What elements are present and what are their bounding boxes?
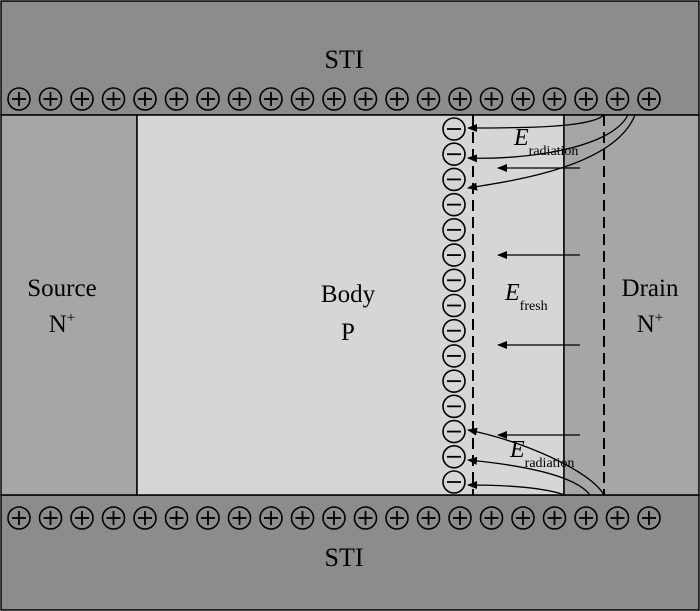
interface-negative-charges — [442, 117, 466, 494]
negative-charge — [442, 268, 466, 293]
positive-charge — [385, 506, 409, 530]
positive-charge — [322, 506, 346, 530]
negative-charge — [442, 218, 466, 242]
positive-charge — [7, 506, 31, 530]
positive-charge — [448, 506, 472, 530]
radiation-field-arrow — [467, 427, 605, 496]
negative-charge — [442, 394, 466, 419]
positive-charge — [227, 506, 252, 530]
sti-bottom-region — [0, 494, 700, 611]
negative-charge — [442, 167, 466, 192]
positive-charge — [322, 87, 346, 111]
negative-charge — [442, 344, 466, 368]
negative-charge — [442, 293, 466, 318]
negative-charge — [442, 419, 466, 444]
negative-charge — [442, 192, 466, 217]
negative-charge — [442, 318, 466, 343]
negative-charge — [442, 243, 466, 267]
positive-charge — [259, 506, 283, 530]
radiation-field-label-top: Eradiation — [513, 125, 578, 159]
positive-charge — [511, 87, 535, 111]
field-arrows — [467, 114, 636, 496]
positive-charge — [290, 87, 315, 111]
positive-charge — [605, 87, 630, 111]
positive-charge — [353, 87, 378, 111]
positive-charge — [637, 506, 661, 530]
negative-charge — [442, 142, 466, 167]
positive-charge — [479, 506, 504, 530]
sti-bottom-label: STI — [325, 543, 364, 572]
positive-charge — [574, 87, 598, 111]
positive-charge — [479, 87, 504, 111]
positive-charge — [637, 87, 661, 111]
negative-charge — [442, 470, 466, 494]
drain-label: Drain — [622, 275, 679, 302]
positive-charge — [196, 87, 220, 111]
drain-region — [563, 114, 700, 496]
sti-top-region — [0, 0, 700, 116]
positive-charge — [385, 87, 409, 111]
positive-charge — [101, 506, 126, 530]
positive-charge — [196, 506, 220, 530]
positive-charge — [353, 506, 378, 530]
positive-charge — [38, 87, 63, 111]
positive-charge — [290, 506, 315, 530]
positive-charge — [259, 87, 283, 111]
radiation-field-arrow — [467, 456, 591, 496]
source-label: Source — [27, 275, 96, 302]
positive-charge — [416, 506, 441, 530]
fresh-field-label: Efresh — [504, 280, 548, 314]
radiation-field-arrow — [467, 481, 566, 496]
positive-charge — [448, 87, 472, 111]
body-region — [136, 114, 565, 496]
positive-charge — [7, 87, 31, 111]
positive-charge — [70, 506, 94, 530]
positive-charge — [70, 87, 94, 111]
positive-charge — [574, 506, 598, 530]
radiation-field-arrow — [467, 114, 636, 191]
sti-bottom-positive-charges — [7, 506, 661, 530]
negative-charge — [442, 369, 466, 393]
positive-charge — [133, 87, 157, 111]
positive-charge — [133, 506, 157, 530]
source-region — [0, 114, 138, 496]
positive-charge — [542, 506, 567, 530]
drain-doping-label: N+ — [637, 310, 664, 338]
body-doping-label: P — [341, 319, 355, 346]
positive-charge — [416, 87, 441, 111]
positive-charge — [38, 506, 63, 530]
positive-charge — [511, 506, 535, 530]
radiation-field-label-bottom: Eradiation — [509, 437, 574, 471]
positive-charge — [542, 87, 567, 111]
positive-charge — [164, 506, 189, 530]
negative-charge — [442, 444, 466, 469]
positive-charge — [605, 506, 630, 530]
sti-top-label: STI — [325, 45, 364, 74]
sti-top-positive-charges — [7, 87, 661, 111]
radiation-field-arrow — [467, 114, 605, 132]
body-label: Body — [321, 281, 376, 308]
radiation-field-arrow — [467, 114, 629, 163]
positive-charge — [164, 87, 189, 111]
positive-charge — [227, 87, 252, 111]
negative-charge — [442, 117, 466, 141]
positive-charge — [101, 87, 126, 111]
source-doping-label: N+ — [49, 310, 76, 338]
